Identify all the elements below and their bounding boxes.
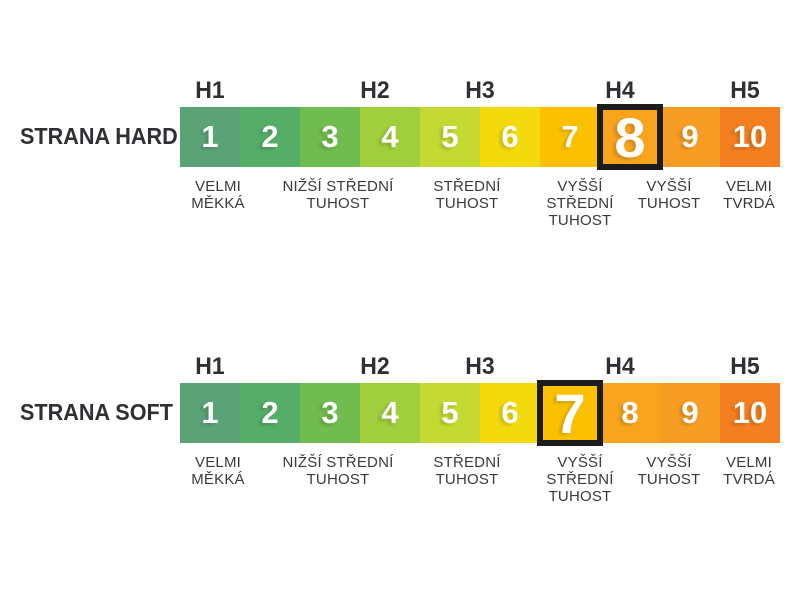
cell-number: 9 (681, 119, 699, 154)
scale-cell-2: 2 (240, 107, 300, 167)
scale-cell-7: 7 (540, 107, 600, 167)
scale-cell-6: 6 (480, 383, 540, 443)
scale-cell-2: 2 (240, 383, 300, 443)
cell-number: 2 (261, 395, 279, 430)
cell-number: 7 (554, 381, 586, 445)
scale-cell-8: 8 (600, 383, 660, 443)
cell-number: 1 (201, 395, 219, 430)
scale-cell-1: 1 (180, 107, 240, 167)
h-label-h5: H5 (730, 77, 760, 104)
cell-number: 6 (501, 395, 519, 430)
row-title-hard: STRANA HARD (20, 123, 178, 149)
h-label-h2: H2 (360, 77, 390, 104)
scale-cell-10: 10 (720, 383, 780, 443)
cell-number: 6 (501, 119, 519, 154)
cell-number: 8 (621, 395, 639, 430)
highlight-box (537, 380, 603, 446)
scale-cell-5: 5 (420, 383, 480, 443)
cell-number: 4 (381, 395, 399, 430)
scale-cell-9: 9 (660, 383, 720, 443)
cell-number: 8 (614, 105, 646, 169)
h-labels: H1 H2 H3 H4 H5 (180, 352, 780, 380)
row-title-soft: STRANA SOFT (20, 399, 173, 425)
cell-number: 10 (732, 119, 768, 154)
scale-cell-4: 4 (360, 107, 420, 167)
cell-number: 3 (321, 119, 339, 154)
h-label-h1: H1 (195, 77, 225, 104)
h-label-h4: H4 (605, 353, 635, 380)
cell-number: 2 (261, 119, 279, 154)
scale-cell-6: 6 (480, 107, 540, 167)
h-label-h5: H5 (730, 353, 760, 380)
cell-number: 7 (561, 119, 579, 154)
h-label-h3: H3 (465, 77, 495, 104)
cell-number: 1 (201, 119, 219, 154)
h-label-h4: H4 (605, 77, 635, 104)
h-labels: H1 H2 H3 H4 H5 (180, 76, 780, 104)
highlight-box (597, 104, 663, 170)
cell-number: 3 (321, 395, 339, 430)
h-label-h2: H2 (360, 353, 390, 380)
h-label-h1: H1 (195, 353, 225, 380)
scale-cell-4: 4 (360, 383, 420, 443)
scale-cell-7: 7 (540, 381, 600, 445)
scale-cell-1: 1 (180, 383, 240, 443)
cell-number: 4 (381, 119, 399, 154)
h-label-h3: H3 (465, 353, 495, 380)
cell-number: 10 (732, 395, 768, 430)
scale-cell-3: 3 (300, 107, 360, 167)
scale-cell-9: 9 (660, 107, 720, 167)
scale-cell-10: 10 (720, 107, 780, 167)
scale-cell-8: 8 (600, 105, 660, 169)
cell-number: 9 (681, 395, 699, 430)
scale-cell-3: 3 (300, 383, 360, 443)
cell-number: 5 (441, 119, 459, 154)
scale-cell-5: 5 (420, 107, 480, 167)
cell-number: 5 (441, 395, 459, 430)
